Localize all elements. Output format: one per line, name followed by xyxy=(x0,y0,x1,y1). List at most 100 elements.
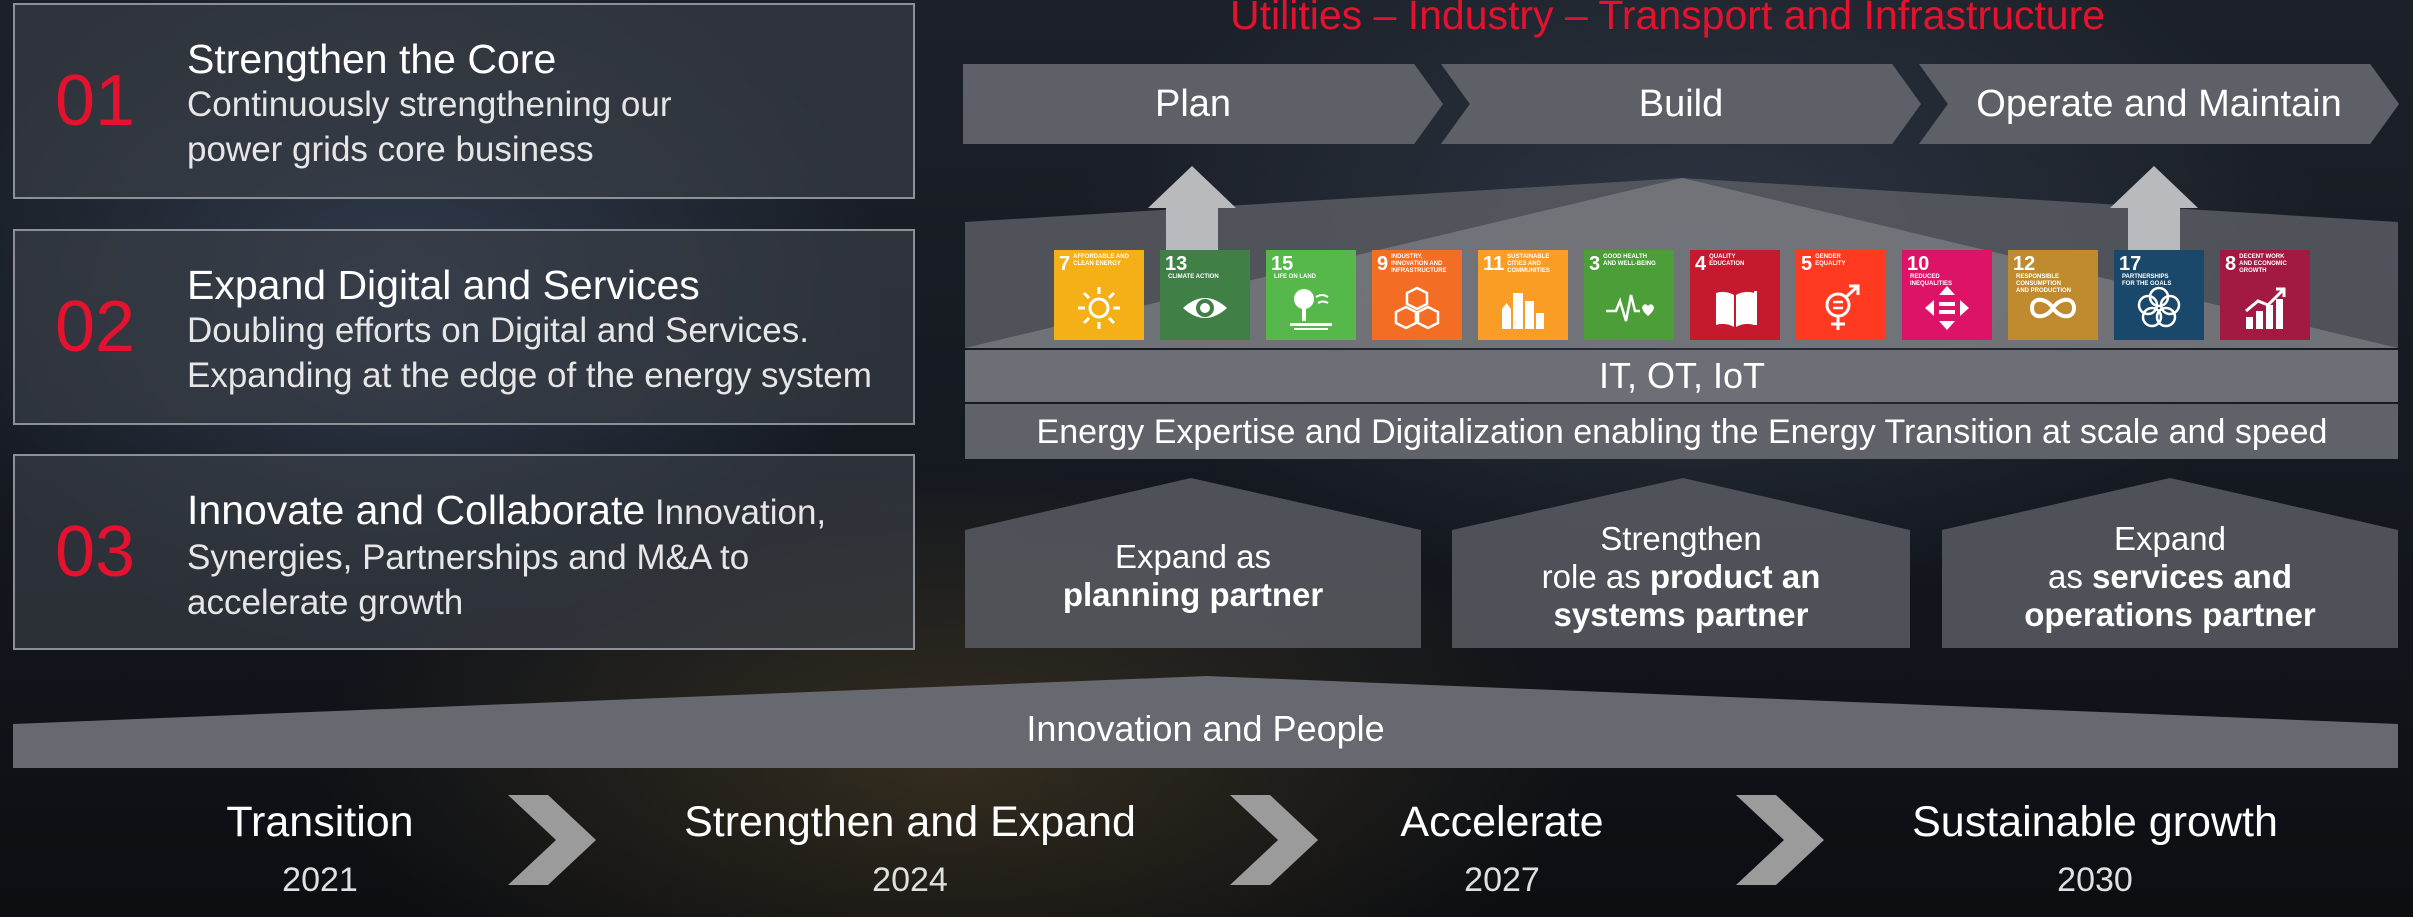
milestone-year: 2030 xyxy=(2057,861,2133,899)
sdg-number: 4 xyxy=(1695,253,1707,275)
pillar-text-plain: Expand xyxy=(2114,520,2226,557)
milestone-title: Accelerate xyxy=(1400,798,1604,846)
pillar-text-bold: services and xyxy=(2092,558,2292,595)
milestone-year: 2024 xyxy=(872,861,948,899)
chevron-arrow-icon xyxy=(1736,795,1824,885)
chevron-arrow-icon xyxy=(508,795,596,885)
sun-icon xyxy=(1078,287,1120,329)
sdg-caption: REDUCED INEQUALITIES xyxy=(1910,274,1953,287)
card-description-line: Doubling efforts on Digital and Services… xyxy=(187,311,809,350)
strategy-card-02: 02 Expand Digital and Services Doubling … xyxy=(13,229,915,425)
lifecycle-label: Build xyxy=(1638,82,1724,125)
foundation-band-shape xyxy=(13,676,2398,768)
milestone-sustainable-growth: Sustainable growth 2030 xyxy=(1880,798,2310,900)
city-icon xyxy=(1502,293,1544,329)
sdg-caption: GENDER EQUALITY xyxy=(1815,254,1846,267)
card-title: Strengthen the Core xyxy=(187,36,557,82)
card-description-line: Expanding at the edge of the energy syst… xyxy=(187,356,872,395)
book-icon xyxy=(1716,291,1757,327)
card-text: Innovate and Collaborate Innovation, Syn… xyxy=(187,488,907,625)
up-arrow-right xyxy=(2110,166,2198,250)
card-number: 03 xyxy=(55,512,136,592)
pillar-services-operations-partner: Expand as services and operations partne… xyxy=(1942,478,2398,648)
sdg-number: 8 xyxy=(2225,253,2237,275)
card-description-line: Synergies, Partnerships and M&A to xyxy=(187,538,750,577)
sdg-caption: INDUSTRY, INNOVATION AND INFRASTRUCTURE xyxy=(1391,254,1447,274)
tree-icon xyxy=(1290,289,1332,330)
lifecycle-label: Operate and Maintain xyxy=(1976,82,2342,125)
pillar-text-plain: Strengthen xyxy=(1600,520,1762,557)
strategy-card-03: 03 Innovate and Collaborate Innovation, … xyxy=(13,454,915,650)
lifecycle-operate-maintain: Operate and Maintain xyxy=(1919,64,2399,144)
sdg-number: 9 xyxy=(1377,253,1389,275)
pillar-shape-2 xyxy=(1452,478,1910,648)
pillar-text-plain: as xyxy=(2048,558,2093,595)
heartbeat-icon xyxy=(1606,294,1654,322)
sdg-caption: QUALITY EDUCATION xyxy=(1709,254,1745,267)
pillar-text-bold: systems partner xyxy=(1553,596,1809,633)
milestone-accelerate: Accelerate 2027 xyxy=(1352,798,1652,900)
pillar-text-bold: planning partner xyxy=(1062,576,1324,613)
up-arrow-left xyxy=(1148,166,1236,250)
sdg-caption: GOOD HEALTH AND WELL-BEING xyxy=(1603,254,1656,267)
card-number: 01 xyxy=(55,61,136,141)
milestone-title: Transition xyxy=(226,798,414,846)
sdg-caption: LIFE ON LAND xyxy=(1274,274,1316,280)
sdg-caption: CLIMATE ACTION xyxy=(1168,274,1219,280)
expertise-band xyxy=(965,404,2398,459)
industries-header: Utilities – Industry – Transport and Inf… xyxy=(1230,0,2106,38)
sdg-caption: PARTNERSHIPS FOR THE GOALS xyxy=(2122,274,2172,287)
pillar-shape-1 xyxy=(965,478,1421,648)
sdg-caption: RESPONSIBLE CONSUMPTION AND PRODUCTION xyxy=(2016,274,2071,294)
milestone-year: 2027 xyxy=(1464,861,1540,899)
pillar-shape-3 xyxy=(1942,478,2398,648)
pillar-product-systems-partner: Strengthen role as product an systems pa… xyxy=(1452,478,1910,648)
lifecycle-build: Build xyxy=(1441,64,1921,144)
milestone-strengthen-expand: Strengthen and Expand 2024 xyxy=(660,798,1160,900)
sdg-number: 17 xyxy=(2119,253,2142,275)
chevron-arrow-icon xyxy=(1230,795,1318,885)
pillar-text-plain: Expand as xyxy=(1115,538,1271,575)
sdg-tile-15: 15LIFE ON LAND xyxy=(1266,250,1356,340)
lifecycle-label: Plan xyxy=(1154,82,1232,125)
sdg-caption: SUSTAINABLE CITIES AND COMMUNITIES xyxy=(1507,254,1550,274)
pillar-text-bold: operations partner xyxy=(2024,596,2316,633)
pillar-text: Expand as planning partner xyxy=(965,538,1421,614)
eye-icon xyxy=(1183,298,1227,318)
sdg-number: 13 xyxy=(1165,253,1188,275)
card-text: Expand Digital and Services Doubling eff… xyxy=(187,263,907,398)
sdg-tile-17: 17PARTNERSHIPS FOR THE GOALS xyxy=(2114,250,2204,340)
it-ot-iot-band xyxy=(965,350,2398,402)
sdg-caption: AFFORDABLE AND CLEAN ENERGY xyxy=(1073,254,1129,267)
card-title: Expand Digital and Services xyxy=(187,262,700,308)
sdg-tile-13: 13CLIMATE ACTION xyxy=(1160,250,1250,340)
milestone-transition: Transition 2021 xyxy=(170,798,470,900)
sdg-number: 12 xyxy=(2013,253,2036,275)
sdg-number: 7 xyxy=(1059,253,1071,275)
card-description-line: power grids core business xyxy=(187,130,594,169)
sdg-number: 3 xyxy=(1589,253,1601,275)
milestone-year: 2021 xyxy=(282,861,358,899)
milestone-title: Sustainable growth xyxy=(1912,798,2278,846)
strategy-card-01: 01 Strengthen the Core Continuously stre… xyxy=(13,3,915,199)
cubes-icon xyxy=(1394,286,1440,330)
foundation-label: Innovation and People xyxy=(1026,708,1385,749)
equality-icon xyxy=(1925,286,1969,330)
sdg-tile-10: 10REDUCED INEQUALITIES xyxy=(1902,250,1992,340)
card-title: Innovate and Collaborate xyxy=(187,487,646,533)
pillar-text: Strengthen role as product an systems pa… xyxy=(1452,520,1910,634)
pillar-planning-partner: Expand as planning partner xyxy=(965,478,1421,648)
card-description-line: Continuously strengthening our xyxy=(187,85,672,124)
gender-icon xyxy=(1825,284,1860,330)
card-description-line: accelerate growth xyxy=(187,583,464,622)
sdg-tile-12: 12RESPONSIBLE CONSUMPTION AND PRODUCTION xyxy=(2008,250,2098,340)
growth-chart-icon xyxy=(2245,287,2286,329)
it-ot-iot-label: IT, OT, IoT xyxy=(1598,355,1766,396)
card-text: Strengthen the Core Continuously strengt… xyxy=(187,37,907,172)
